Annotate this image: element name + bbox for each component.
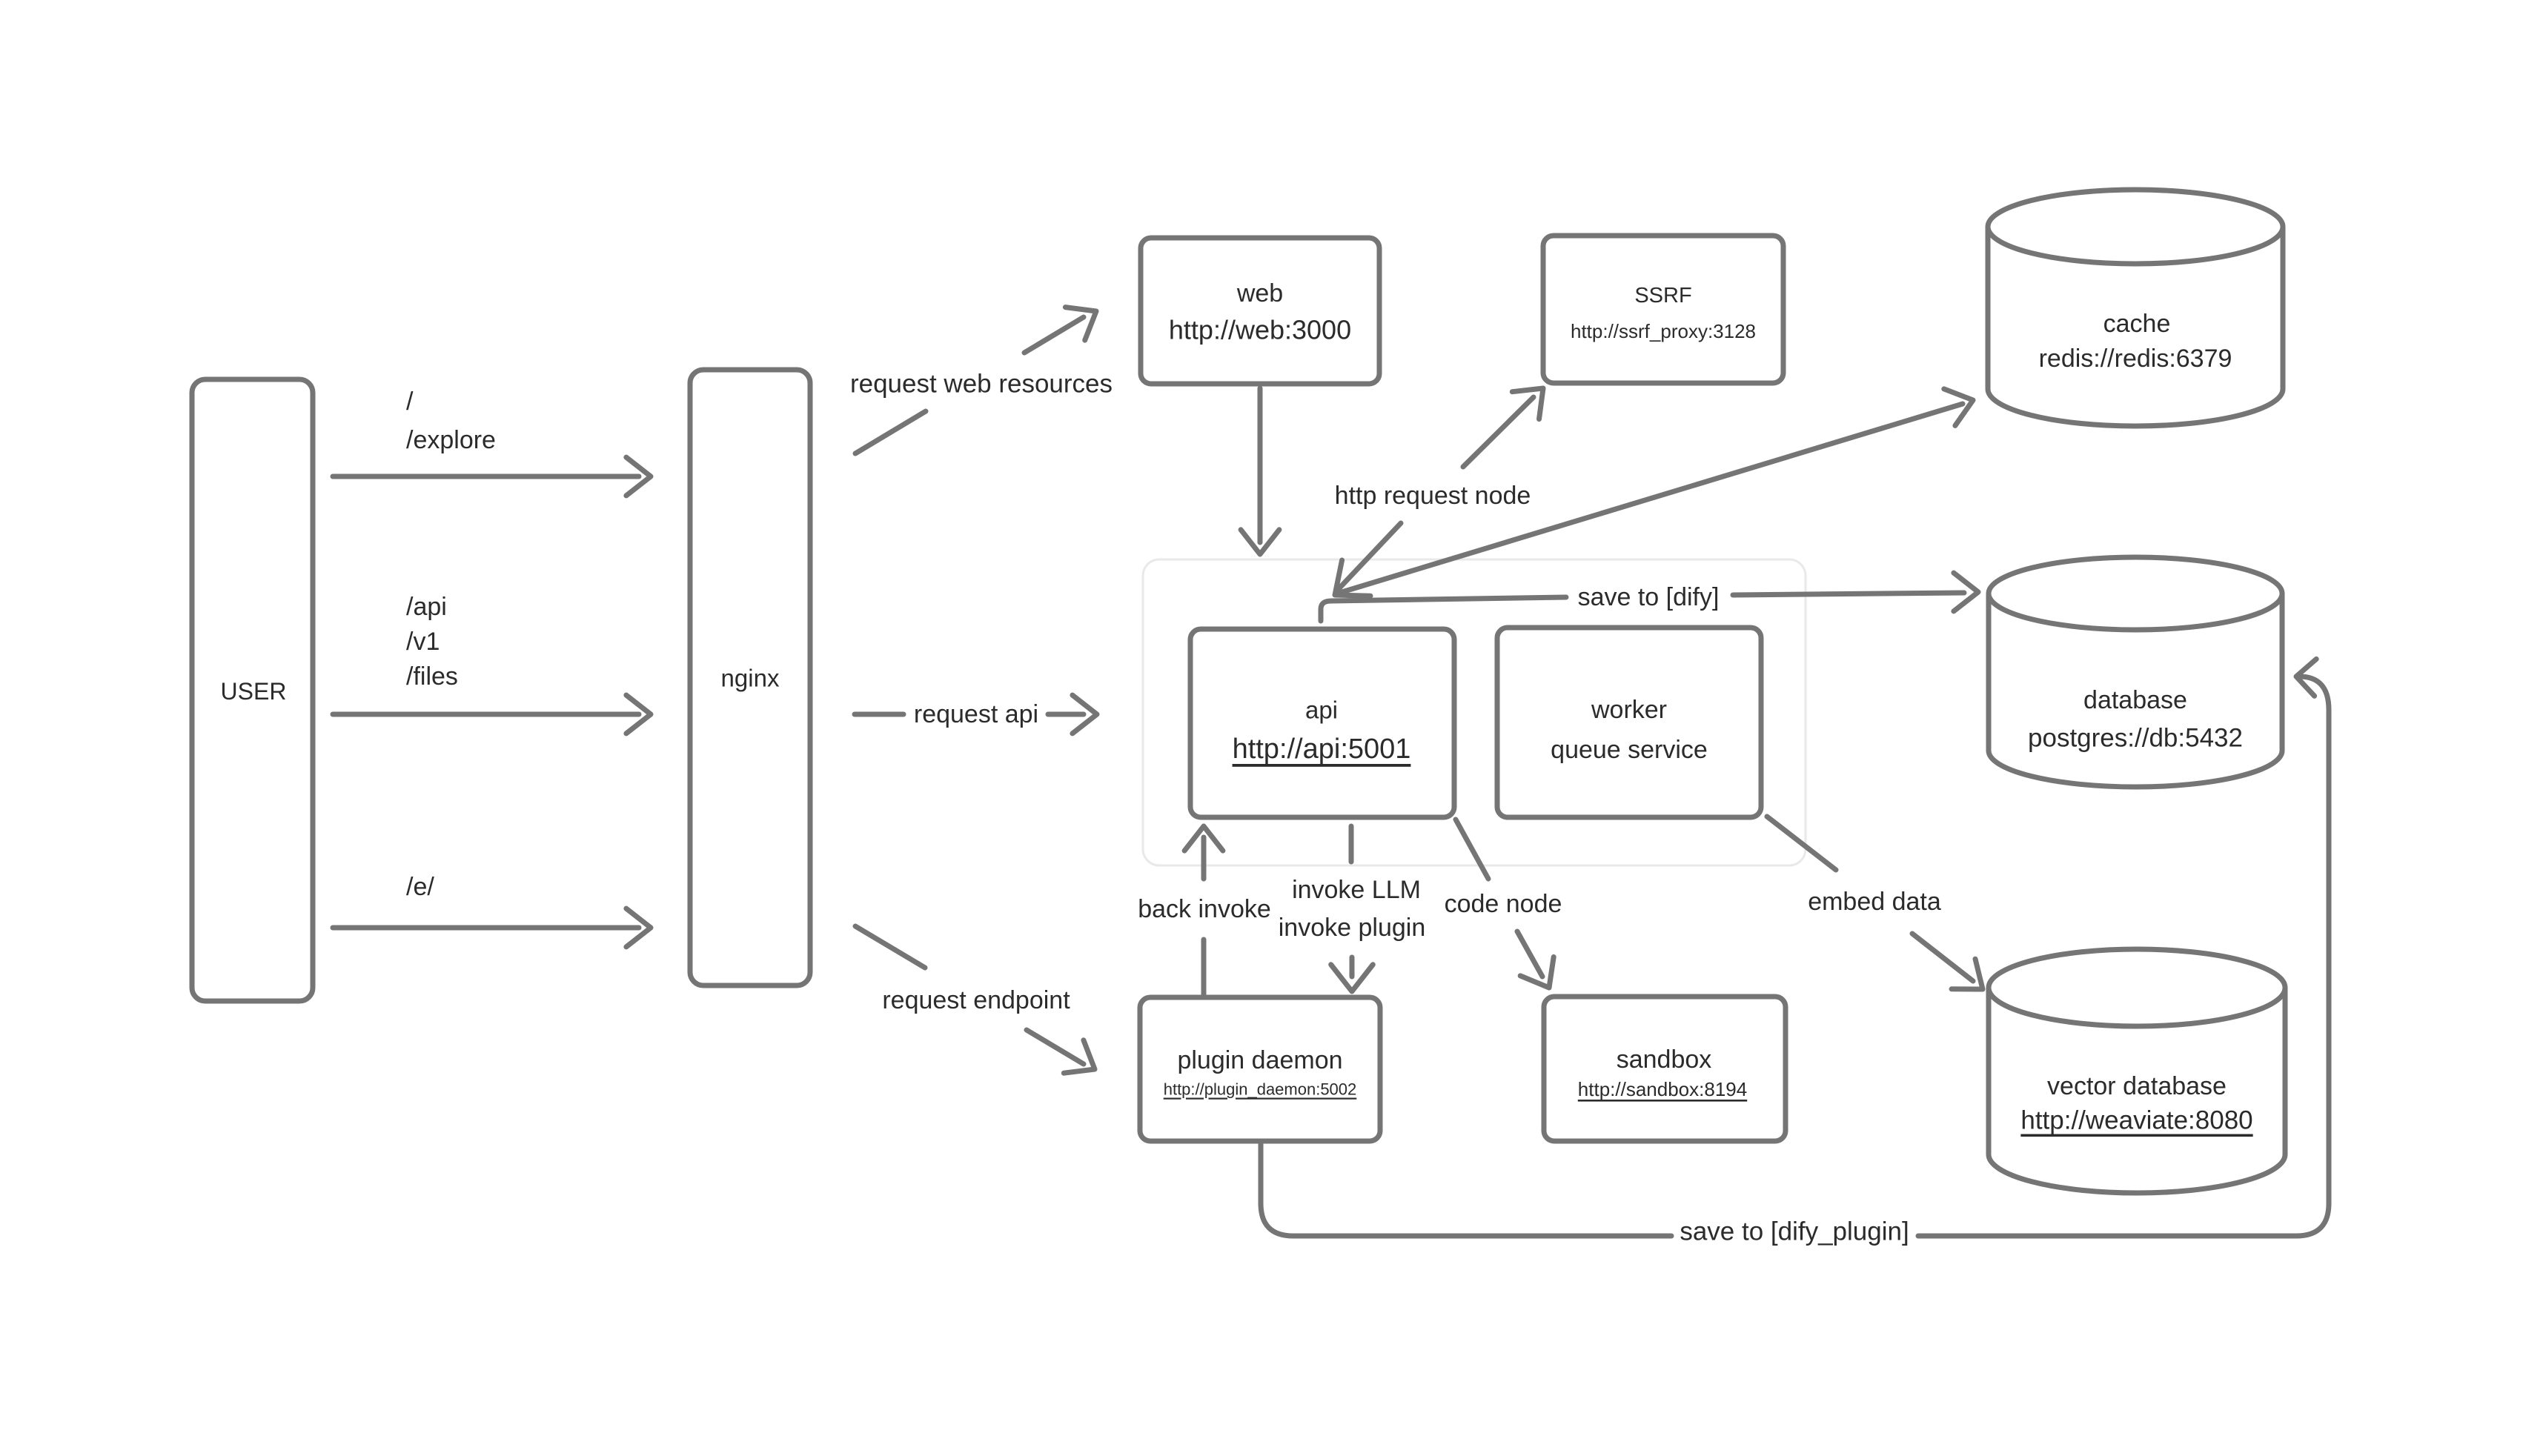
svg-text:embed data: embed data xyxy=(1808,888,1941,916)
svg-text:queue service: queue service xyxy=(1551,736,1708,764)
svg-text:request endpoint: request endpoint xyxy=(882,986,1070,1014)
svg-text:nginx: nginx xyxy=(721,665,780,692)
svg-text:web: web xyxy=(1236,279,1283,308)
svg-text:USER: USER xyxy=(221,678,287,705)
svg-text:invoke LLM: invoke LLM xyxy=(1292,876,1421,904)
svg-text:worker: worker xyxy=(1591,696,1667,724)
svg-text:database: database xyxy=(2083,686,2187,714)
svg-text:http://ssrf_proxy:3128: http://ssrf_proxy:3128 xyxy=(1571,320,1756,342)
svg-text:http request node: http request node xyxy=(1335,482,1531,510)
svg-text:cache: cache xyxy=(2103,310,2171,338)
svg-text:/api: /api xyxy=(406,593,447,621)
svg-text:vector database: vector database xyxy=(2047,1072,2227,1100)
svg-text:/e/: /e/ xyxy=(406,873,434,901)
svg-text:http://plugin_daemon:5002: http://plugin_daemon:5002 xyxy=(1164,1080,1357,1099)
svg-text:code node: code node xyxy=(1445,890,1562,918)
svg-text:SSRF: SSRF xyxy=(1634,284,1691,308)
svg-text:back invoke: back invoke xyxy=(1138,895,1271,923)
svg-text:http://api:5001: http://api:5001 xyxy=(1233,734,1411,765)
svg-text:/files: /files xyxy=(406,662,458,691)
svg-text:save to [dify_plugin]: save to [dify_plugin] xyxy=(1680,1217,1909,1246)
svg-text:http://web:3000: http://web:3000 xyxy=(1169,315,1351,345)
svg-text:http://weaviate:8080: http://weaviate:8080 xyxy=(2020,1106,2252,1135)
svg-text:plugin daemon: plugin daemon xyxy=(1177,1046,1342,1074)
svg-text:api: api xyxy=(1305,697,1338,724)
svg-text:/v1: /v1 xyxy=(406,628,440,656)
svg-text:/: / xyxy=(406,388,414,416)
svg-text:save to [dify]: save to [dify] xyxy=(1578,583,1720,611)
svg-text:request api: request api xyxy=(914,700,1038,728)
svg-text:redis://redis:6379: redis://redis:6379 xyxy=(2039,345,2232,373)
svg-text:request web resources: request web resources xyxy=(850,370,1113,399)
svg-text:/explore: /explore xyxy=(406,426,496,454)
svg-text:sandbox: sandbox xyxy=(1617,1046,1712,1074)
svg-text:http://sandbox:8194: http://sandbox:8194 xyxy=(1578,1078,1747,1100)
svg-text:postgres://db:5432: postgres://db:5432 xyxy=(2028,724,2243,753)
svg-text:invoke plugin: invoke plugin xyxy=(1279,914,1425,942)
